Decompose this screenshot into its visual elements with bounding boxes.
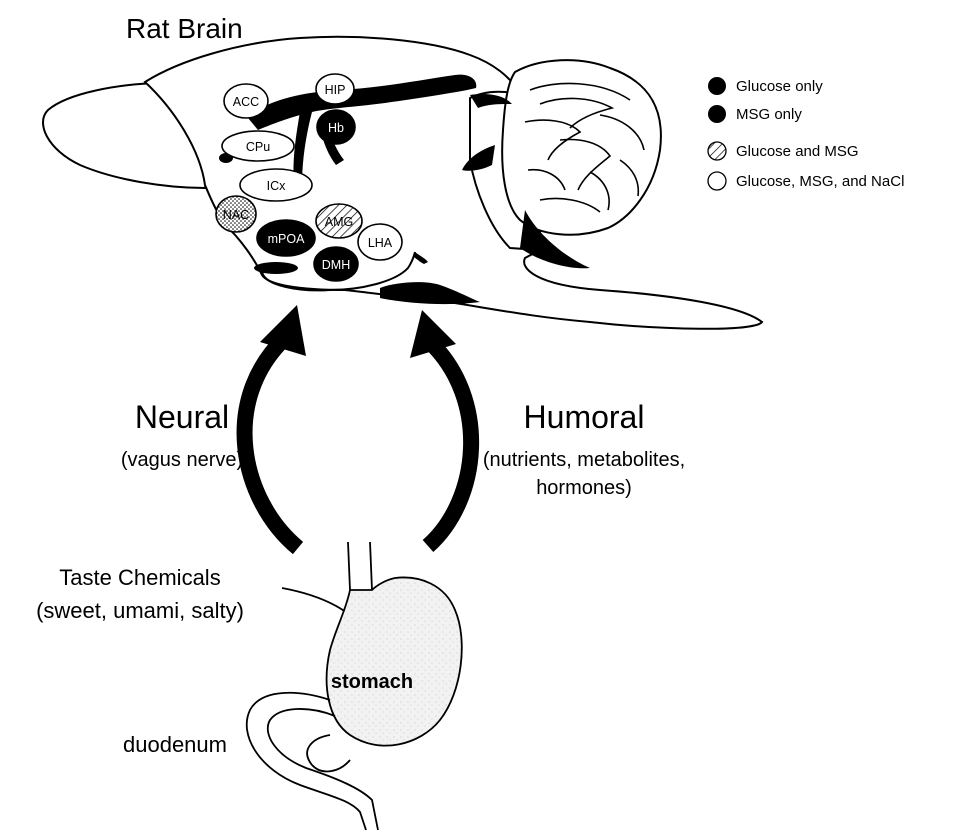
legend-label-glucose-and-msg: Glucose and MSG [736, 143, 859, 160]
humoral-arrowhead [410, 310, 456, 358]
stomach-label: stomach [331, 671, 413, 693]
cerebellum-outline [502, 60, 661, 235]
humoral-arrow [410, 310, 471, 546]
region-mpoa-label: mPOA [268, 232, 305, 246]
legend-swatch-hatched [708, 142, 726, 160]
taste-label-line-1: Taste Chemicals [59, 565, 220, 590]
duodenum-loop [307, 735, 350, 771]
region-hb: Hb [317, 110, 355, 144]
legend-swatch-filled [708, 77, 726, 95]
legend-label-glucose-only: Glucose only [736, 78, 823, 95]
region-acc-label: ACC [233, 95, 259, 109]
humoral-detail-line-1: (nutrients, metabolites, [483, 449, 685, 471]
region-amg: AMG [316, 204, 362, 238]
region-mpoa: mPOA [257, 220, 315, 256]
esophagus [348, 542, 372, 590]
legend-item-all-three: Glucose, MSG, and NaCl [708, 172, 904, 190]
region-dmh-label: DMH [322, 258, 350, 272]
legend-label-all-three: Glucose, MSG, and NaCl [736, 173, 904, 190]
neural-detail: (vagus nerve) [121, 449, 243, 471]
region-icx-label: ICx [267, 179, 287, 193]
region-dmh: DMH [314, 247, 358, 281]
legend-swatch-open [708, 172, 726, 190]
region-nac-label: NAC [223, 208, 249, 222]
region-hip-label: HIP [325, 83, 346, 97]
humoral-label: Humoral [524, 399, 645, 435]
region-hip: HIP [316, 74, 354, 104]
neural-label: Neural [135, 399, 229, 435]
rat-brain [43, 37, 762, 329]
stomach-shape [327, 577, 462, 745]
legend-swatch-filled [708, 105, 726, 123]
region-lha: LHA [358, 224, 402, 260]
region-acc: ACC [224, 84, 268, 118]
humoral-detail-line-2: hormones) [536, 477, 632, 499]
legend-item-glucose-and-msg: Glucose and MSG [708, 142, 859, 160]
region-amg-label: AMG [325, 215, 353, 229]
region-icx: ICx [240, 169, 312, 201]
region-hb-label: Hb [328, 121, 344, 135]
region-nac: NAC [216, 196, 256, 232]
taste-label-line-2: (sweet, umami, salty) [36, 598, 244, 623]
legend-item-glucose-only: Glucose only [708, 77, 823, 95]
region-cpu: CPu [222, 131, 294, 161]
legend: Glucose only MSG only Glucose and MSG Gl… [708, 77, 904, 190]
duodenum-label: duodenum [123, 732, 227, 757]
region-cpu-label: CPu [246, 140, 270, 154]
ventral-blob-left [254, 262, 298, 274]
legend-label-msg-only: MSG only [736, 106, 802, 123]
diagram-title: Rat Brain [126, 13, 243, 44]
neural-arrow [245, 305, 306, 548]
region-lha-label: LHA [368, 236, 393, 250]
legend-item-msg-only: MSG only [708, 105, 802, 123]
